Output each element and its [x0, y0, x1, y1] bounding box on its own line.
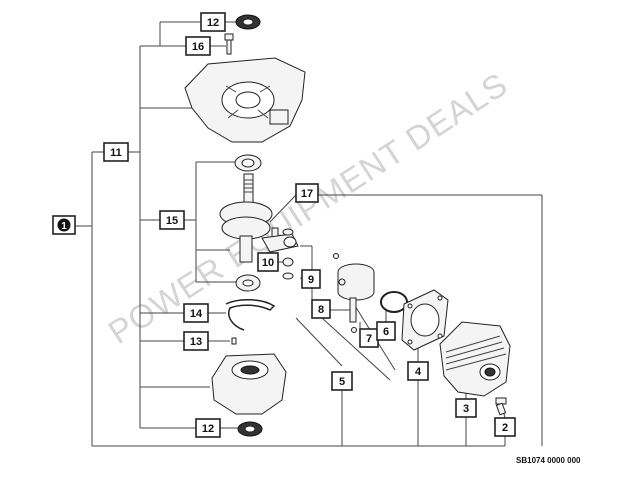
oil-seal-top	[235, 14, 261, 30]
callout-4-label: 4	[415, 366, 422, 378]
callout-13-label: 13	[190, 336, 202, 348]
callout-17[interactable]: 17	[295, 183, 319, 203]
callout-15-label: 15	[166, 215, 178, 227]
callout-9-label: 9	[308, 274, 314, 286]
connecting-rod	[261, 233, 299, 253]
cylinder	[439, 321, 511, 397]
callout-assembly-label: 1	[61, 221, 67, 232]
circlip	[225, 299, 276, 331]
callout-5[interactable]: 5	[331, 371, 353, 391]
callout-15[interactable]: 15	[159, 210, 185, 230]
piston-ring	[380, 291, 408, 313]
small-bearing-set	[282, 228, 294, 280]
callout-16-label: 16	[192, 41, 204, 53]
callout-assembly-1[interactable]: 1	[52, 215, 76, 235]
callout-6[interactable]: 6	[376, 321, 396, 341]
callout-10-label: 10	[262, 257, 274, 269]
callout-12-bottom[interactable]: 12	[195, 418, 221, 438]
piston-pin	[349, 297, 357, 323]
callout-2[interactable]: 2	[494, 417, 516, 437]
callout-14[interactable]: 14	[183, 303, 209, 323]
callout-14-label: 14	[190, 308, 203, 320]
cylinder-gasket	[401, 289, 449, 351]
bearing-bottom	[235, 274, 261, 292]
bolt-2	[495, 397, 507, 416]
crankcase-lower	[211, 353, 287, 415]
crankcase-upper	[184, 57, 306, 143]
crankshaft	[219, 173, 279, 263]
callout-11[interactable]: 11	[103, 142, 129, 162]
callout-3[interactable]: 3	[455, 398, 477, 418]
oil-seal-bottom	[237, 421, 263, 437]
callout-10[interactable]: 10	[257, 252, 279, 272]
callout-8[interactable]: 8	[311, 299, 331, 319]
diagram-code: SB1074 0000 000	[516, 456, 581, 465]
callout-6-label: 6	[383, 326, 389, 338]
bearing-top	[234, 154, 262, 172]
callout-7[interactable]: 7	[359, 328, 379, 348]
callout-4[interactable]: 4	[407, 361, 429, 381]
piston-pin-clips	[333, 253, 357, 333]
callout-13[interactable]: 13	[183, 331, 209, 351]
callout-8-label: 8	[318, 304, 324, 316]
callout-11-label: 11	[110, 147, 122, 159]
screw-16	[224, 33, 234, 55]
callout-9[interactable]: 9	[301, 269, 321, 289]
callout-5-label: 5	[339, 376, 345, 388]
callout-12-top-label: 12	[207, 17, 219, 29]
callout-17-label: 17	[301, 188, 313, 200]
callout-2-label: 2	[502, 422, 508, 434]
callout-16[interactable]: 16	[185, 36, 211, 56]
callout-12-bottom-label: 12	[202, 423, 214, 435]
leader-lines	[75, 21, 543, 447]
callout-3-label: 3	[463, 403, 469, 415]
callout-7-label: 7	[366, 333, 372, 345]
callout-12-top[interactable]: 12	[200, 12, 226, 32]
pin-13	[231, 337, 237, 345]
piston	[337, 263, 375, 301]
